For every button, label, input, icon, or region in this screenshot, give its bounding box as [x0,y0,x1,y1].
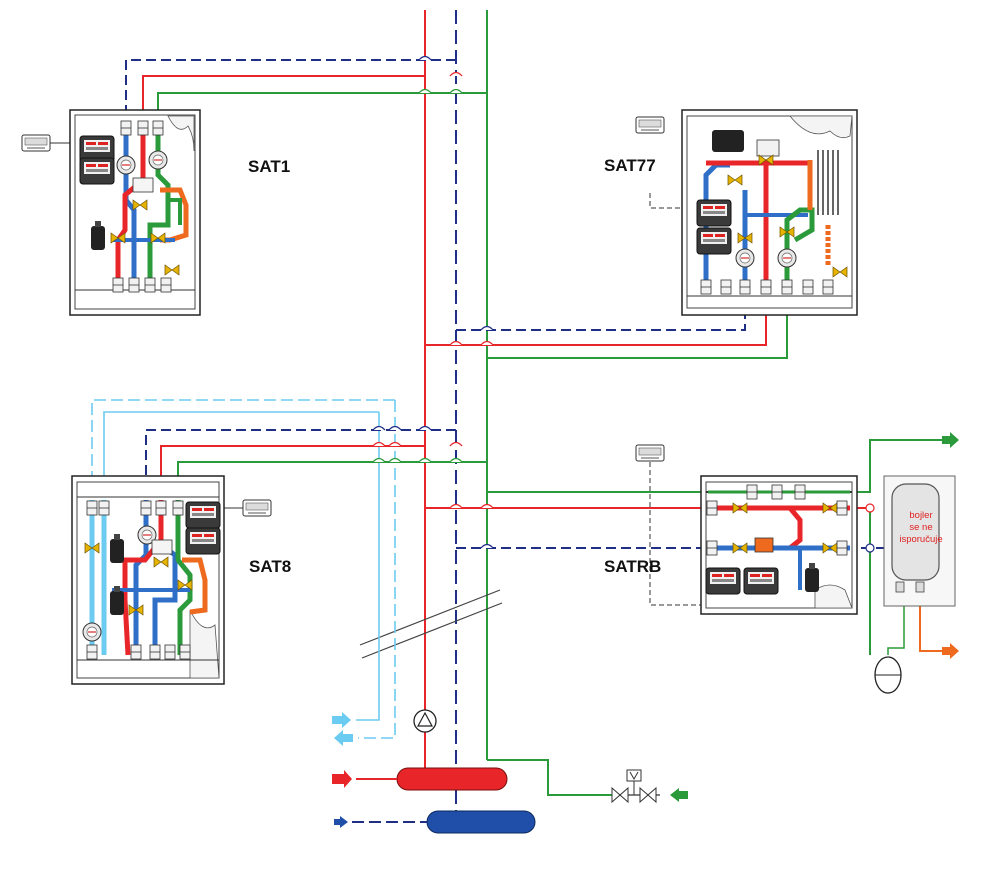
satrb-label: SATRB [604,557,661,576]
sat77-label: SAT77 [604,156,656,175]
satrb-cabinet [700,475,858,615]
dhw-hot-outlet-arrow-icon [919,594,959,659]
sat8-label: SAT8 [249,557,291,576]
boiler-note-line3: isporučuje [899,534,943,545]
sat1-cabinet [69,109,201,316]
sat1-branch-pipes [125,55,487,113]
dhw-cold-outlet-arrow-icon [942,432,959,448]
pipe-break-symbol [359,589,503,659]
boiler-tank [865,475,956,607]
boiler-note-line1: bojler [909,510,933,521]
boiler-note: bojler se ne isporučuje [896,510,946,546]
expansion-vessel-icon [874,594,905,694]
boiler-note-line2: se ne [909,522,933,533]
cold-water-inlet-arrow-icon [670,788,688,802]
sat77-cabinet [681,109,858,316]
sat1-label: SAT1 [248,157,290,176]
main-risers [424,10,620,822]
satrb-thermostat-icon [635,444,706,606]
check-valve-icon [611,769,660,804]
satrb-branch-pipes [425,439,942,655]
return-manifold [426,810,536,834]
pump-icon [413,709,437,733]
sat8-cabinet [71,475,225,685]
supply-manifold [396,767,508,791]
return-outlet-arrow-icon [334,816,427,828]
supply-inlet-arrow-icon [332,770,397,788]
recirc-arrows-icon [332,712,353,746]
